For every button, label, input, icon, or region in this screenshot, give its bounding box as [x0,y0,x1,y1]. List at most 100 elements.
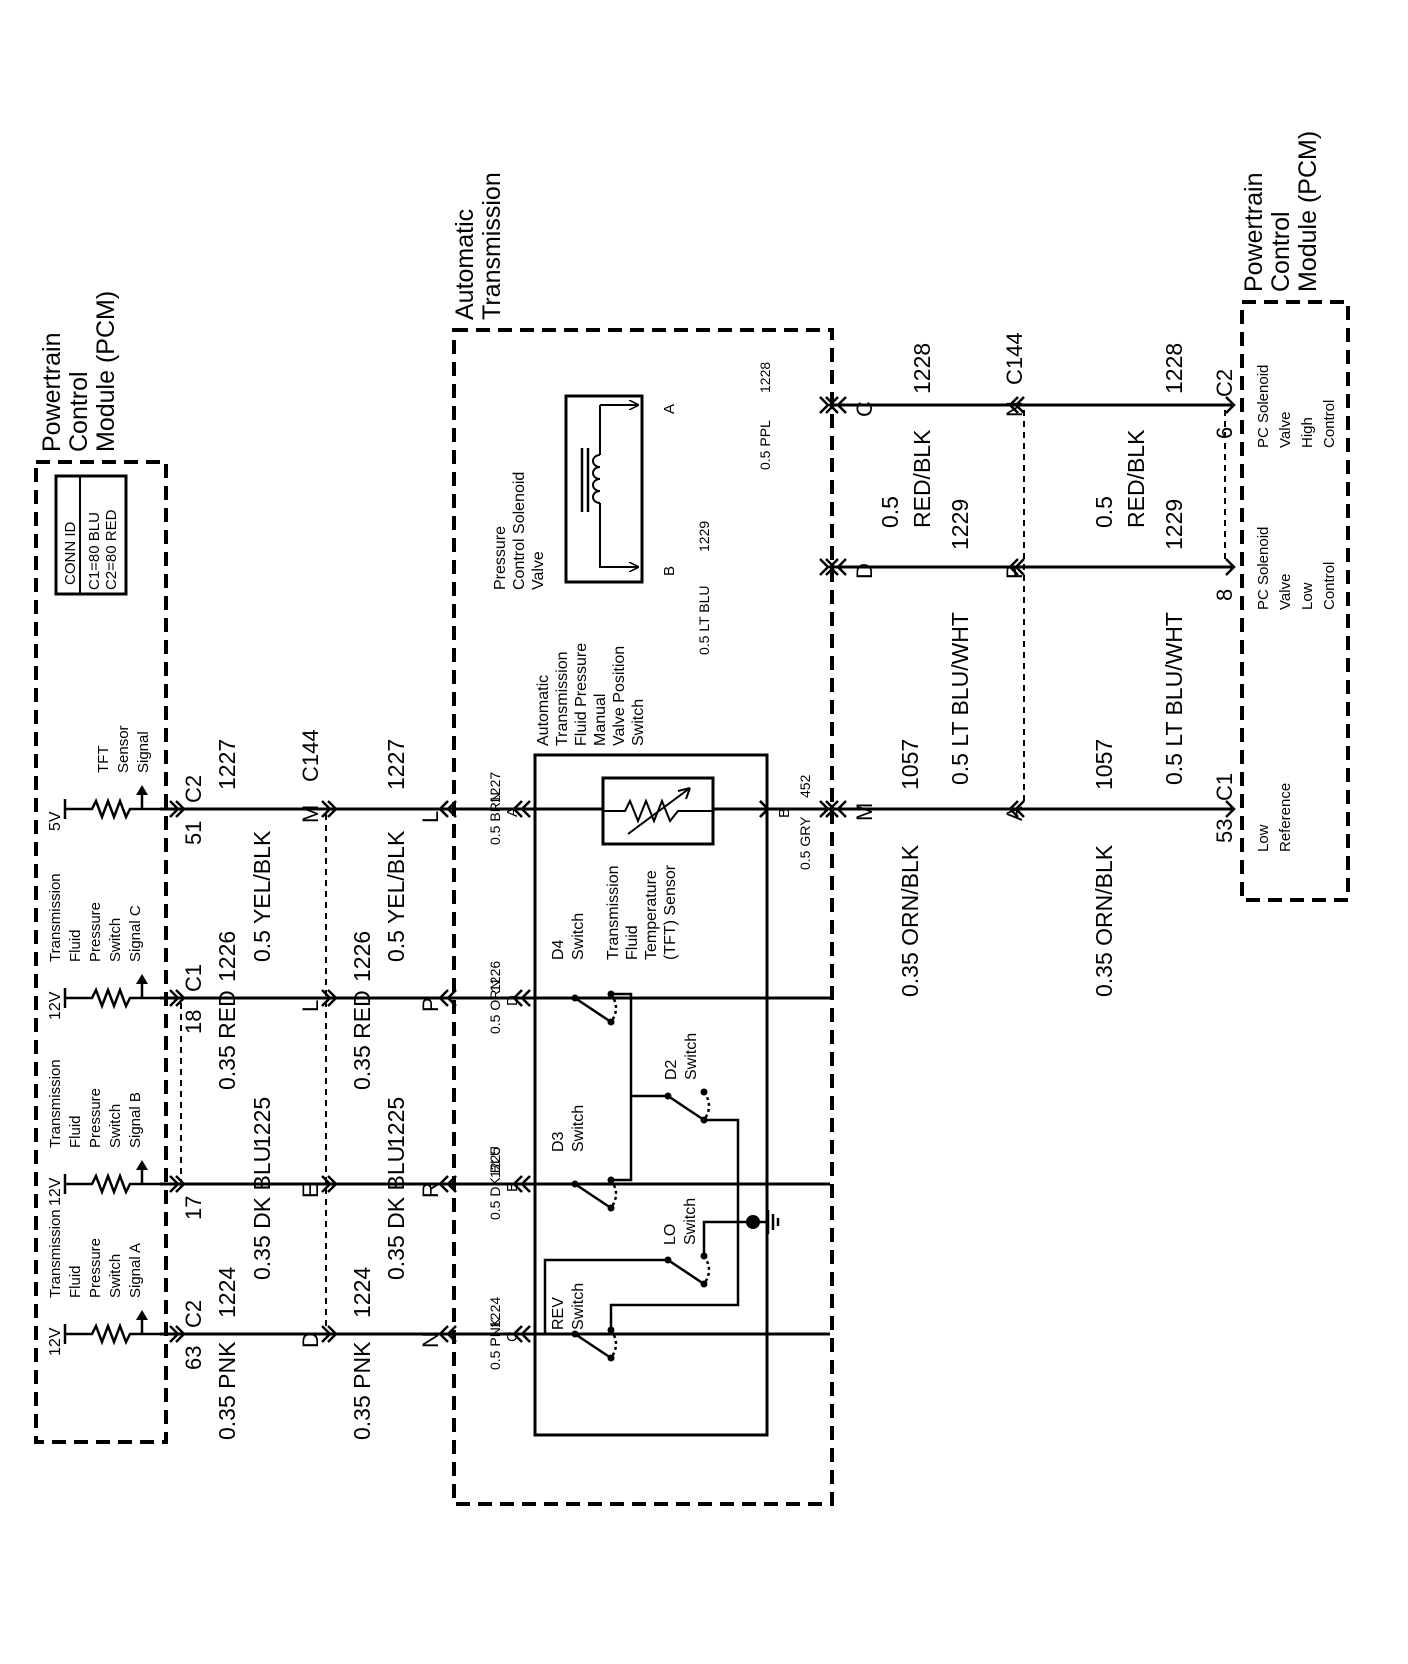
svg-text:Automatic: Automatic [451,209,479,320]
pcm-right-title: Powertrain Control Module (PCM) [1240,131,1322,292]
circuit-label: Signal C [127,905,144,962]
wire-color-label: 0.35 DK BLU [383,1146,409,1280]
connector-terminal-icon [520,989,531,1007]
connector-pin: C [504,1331,521,1342]
connector-terminal-icon [327,1175,338,1193]
svg-text:Transmission: Transmission [554,651,571,746]
connector-pin: A [1002,806,1027,821]
conn-id-header: CONN ID [62,522,79,586]
circuit-label: PC Solenoid [1255,365,1272,448]
circuit-number: 1224 [214,1267,240,1318]
circuit-label: Switch [107,918,124,962]
switch-assembly-label: Automatic Transmission Fluid Pressure Ma… [535,643,647,746]
connector-terminal-icon [169,1175,180,1193]
circuit-label: High [1299,417,1316,448]
connector-terminal-icon [1008,800,1019,818]
pin-number: 17 [181,1196,206,1220]
connector-id: C1 [1212,773,1237,801]
connector-terminal-icon [819,396,830,414]
wire-color-label: 0.5 BRN [487,792,503,845]
connector-terminal-icon [1014,558,1025,576]
connector-pin: B [776,808,793,818]
wire-color-label: 0.5 PPL [757,420,773,470]
connector-terminal-icon [321,800,332,818]
pc-solenoid [564,394,644,584]
switch-label: Switch [570,1283,587,1330]
svg-text:(TFT) Sensor: (TFT) Sensor [662,864,679,960]
connector-terminal-icon [520,1325,531,1343]
pin-number: 63 [181,1346,206,1370]
switch-label: Switch [682,1198,699,1245]
circuit-number: 1225 [249,1097,275,1148]
connector-pin: E [504,1182,521,1192]
connector-terminal-icon [438,1325,449,1343]
signal-arrow-icon [136,1160,148,1170]
connector-terminal-icon [836,396,847,414]
svg-text:Automatic: Automatic [535,675,552,746]
circuit-label: Valve [1277,412,1294,448]
pin-number: 8 [1212,589,1237,601]
connector-pin: R [418,1182,443,1198]
wire-color-label: 0.35 ORN/BLK [897,844,923,997]
connector-terminal-icon [1008,396,1019,414]
connector-terminal-icon [512,989,523,1007]
connector-terminal-icon [327,989,338,1007]
connector-terminal-icon [175,1175,186,1193]
connector-terminal-icon [1008,558,1019,576]
svg-text:Powertrain: Powertrain [38,333,66,453]
circuit-number: 1228 [909,343,935,394]
wire-color-label: RED/BLK [1123,429,1149,528]
circuit-label: Pressure [87,1238,104,1298]
circuit-number: 1229 [696,521,712,552]
connector-terminal-icon [321,1175,332,1193]
transmission-title: Automatic Transmission [451,172,506,320]
pcm-left-box [34,460,168,1444]
circuit-label: Switch [107,1254,124,1298]
circuit-number: 1226 [487,961,503,992]
circuit-label: Fluid [67,929,84,962]
connector-terminal-icon [512,800,523,818]
wire-color-label: 0.5 YEL/BLK [249,830,275,962]
connector-terminal-icon [169,800,180,818]
circuit-number: 1226 [349,931,375,982]
connector-terminal-icon [327,800,338,818]
wire-color-label: 0.5 GRY [797,816,813,870]
signal-arrow-icon [136,1310,148,1320]
connector-terminal-icon [327,1325,338,1343]
connector-terminal-icon [1014,396,1025,414]
connector-pin: A [504,807,521,817]
wire-color-label: 0.35 RED [349,990,375,1090]
circuit-label: Transmission [47,873,64,962]
wire-color-label: 0.35 DK BLU [249,1146,275,1280]
circuit-label: Low [1255,824,1272,852]
connector-pin: C [852,401,877,417]
svg-text:Fluid: Fluid [624,925,641,960]
svg-text:Valve: Valve [530,551,547,590]
supply-voltage-label: 12V [47,1177,64,1206]
svg-text:Pressure: Pressure [492,526,509,590]
switch-label: D4 [550,939,567,960]
wire-color-label: RED/BLK [909,429,935,528]
wire-color-label: 0.5 LT BLU/WHT [1161,612,1187,785]
pin-number: 51 [181,821,206,845]
connector-id: C2 [181,1300,206,1328]
circuit-number: 1224 [349,1267,375,1318]
svg-text:Transmission: Transmission [478,172,506,320]
circuit-number: 452 [797,774,813,798]
pullup-resistor-icon [65,1172,160,1196]
svg-text:Control Solenoid: Control Solenoid [511,472,528,590]
connector-pin: P [1002,564,1027,579]
pcm-right-box [1240,300,1350,902]
circuit-label: Switch [107,1104,124,1148]
main-wires [160,403,1232,1336]
pullup-resistor-icon [65,797,160,821]
supply-voltage-label: 12V [47,1327,64,1356]
circuit-label: Reference [1277,783,1294,852]
connector-pin: D [504,995,521,1006]
wire-color-label: 0.5 [877,496,903,528]
connector-id: C2 [181,775,206,803]
